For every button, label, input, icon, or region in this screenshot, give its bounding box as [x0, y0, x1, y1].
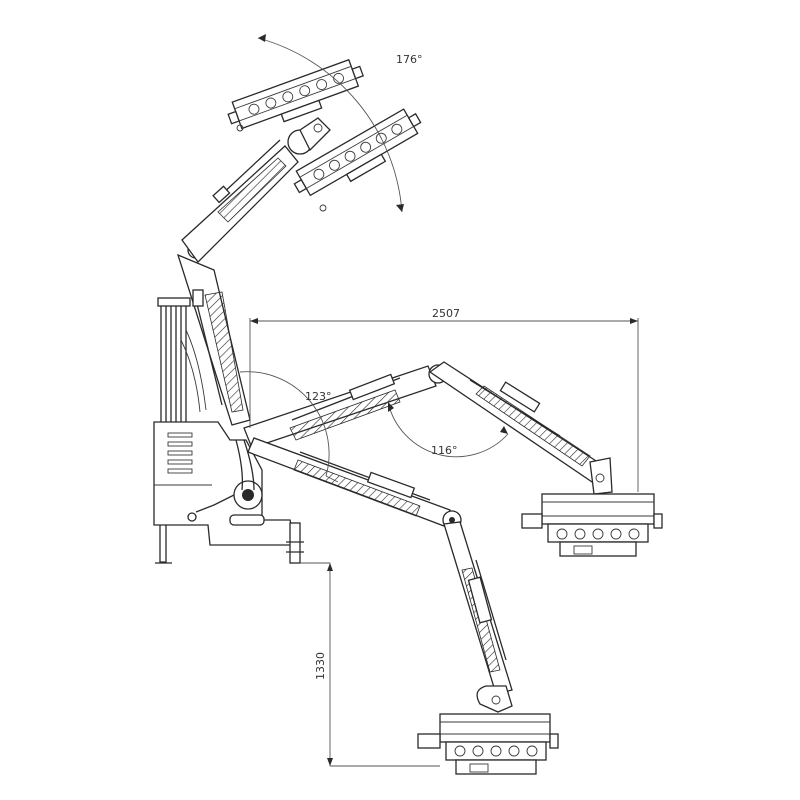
tractor-mount-frame	[153, 297, 304, 564]
dimension-height: 1330	[300, 562, 440, 767]
arm-top-position	[176, 56, 430, 426]
dimension-label-angle-left: 123°	[305, 390, 332, 403]
dimension-angle-top: 176°	[257, 34, 423, 213]
arm-lower-position	[247, 437, 559, 775]
dimension-label-angle-right: 116°	[431, 444, 458, 457]
dimension-angle-left: 123°	[239, 371, 339, 483]
dimension-width: 2507	[249, 307, 639, 492]
hydraulic-hoses	[157, 297, 207, 422]
dimension-label-angle-top: 176°	[396, 53, 423, 66]
dimension-label-height: 1330	[314, 652, 327, 680]
dimension-label-width: 2507	[432, 307, 460, 320]
dimension-angle-right: 116°	[387, 401, 509, 458]
arm-right-position	[243, 361, 663, 557]
